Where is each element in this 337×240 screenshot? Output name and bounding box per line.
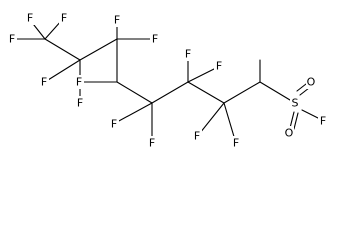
fluorine-atom-label: F: [152, 33, 158, 46]
fluorine-atom-label: F: [149, 137, 155, 150]
atom-label-background: [284, 126, 294, 140]
atom-label-background: [306, 75, 316, 89]
fluorine-atom-label: F: [320, 115, 326, 128]
bond-cf: [223, 102, 236, 141]
fluorine-atom-label: F: [27, 12, 33, 25]
bond-s-o-lower-b: [293, 112, 299, 130]
bond-cf: [187, 67, 217, 83]
atom-label-background: [7, 32, 17, 46]
bond-c1-c2: [44, 38, 81, 61]
fluorine-atom-label: F: [185, 48, 191, 61]
bond-c2-c3: [79, 38, 118, 61]
bond-c8-s: [259, 81, 296, 104]
bond-s-f: [301, 109, 319, 119]
bond-s-o-lower-a: [289, 111, 295, 129]
atom-label-background: [109, 117, 119, 131]
atom-label-background: [192, 129, 202, 143]
bond-c4-c5: [116, 81, 153, 104]
bond-s-o-upper-b: [299, 87, 310, 96]
atom-label-background: [147, 136, 157, 150]
fluorine-atom-label: F: [9, 33, 15, 46]
atom-label-background: [231, 136, 241, 150]
fluorine-atom-label: F: [216, 60, 222, 73]
oxygen-atom-label: O: [307, 76, 316, 89]
atom-label-background: [183, 47, 193, 61]
atom-label-background: [25, 11, 35, 25]
fluorine-atom-label: F: [194, 130, 200, 143]
fluorine-atom-label: F: [233, 137, 239, 150]
atom-label-background: [59, 11, 69, 25]
atom-label-background: [75, 96, 85, 110]
sulfur-atom-label: S: [292, 97, 299, 110]
atom-label-background: [112, 13, 122, 27]
fluorine-atom-label: F: [41, 76, 47, 89]
fluorine-atom-label: F: [114, 14, 120, 27]
bond-cf: [47, 59, 81, 81]
atom-label-background: [318, 114, 328, 128]
atom-label-background: [39, 75, 49, 89]
carbon-fluorine-bonds: [14, 19, 236, 141]
atom-label-background: [214, 59, 224, 73]
bond-s-o-upper-a: [296, 83, 307, 92]
atom-label-background: [290, 96, 300, 110]
bond-cf: [116, 102, 153, 123]
fluorine-atom-label: F: [111, 118, 117, 131]
carbon-backbone: [44, 38, 296, 104]
oxygen-atom-label: O: [285, 127, 294, 140]
bond-c5-c6: [151, 81, 189, 104]
atom-label-background: [150, 32, 160, 46]
fluorine-atom-label: F: [76, 76, 82, 89]
bond-c7-c8: [223, 81, 261, 104]
atom-label-background: [74, 75, 84, 89]
bond-c6-c7: [187, 81, 225, 104]
fluorine-atom-label: F: [77, 97, 83, 110]
bond-cf: [199, 102, 225, 134]
fluorine-atom-label: F: [61, 12, 67, 25]
sulfonyl-bonds: [289, 83, 319, 130]
